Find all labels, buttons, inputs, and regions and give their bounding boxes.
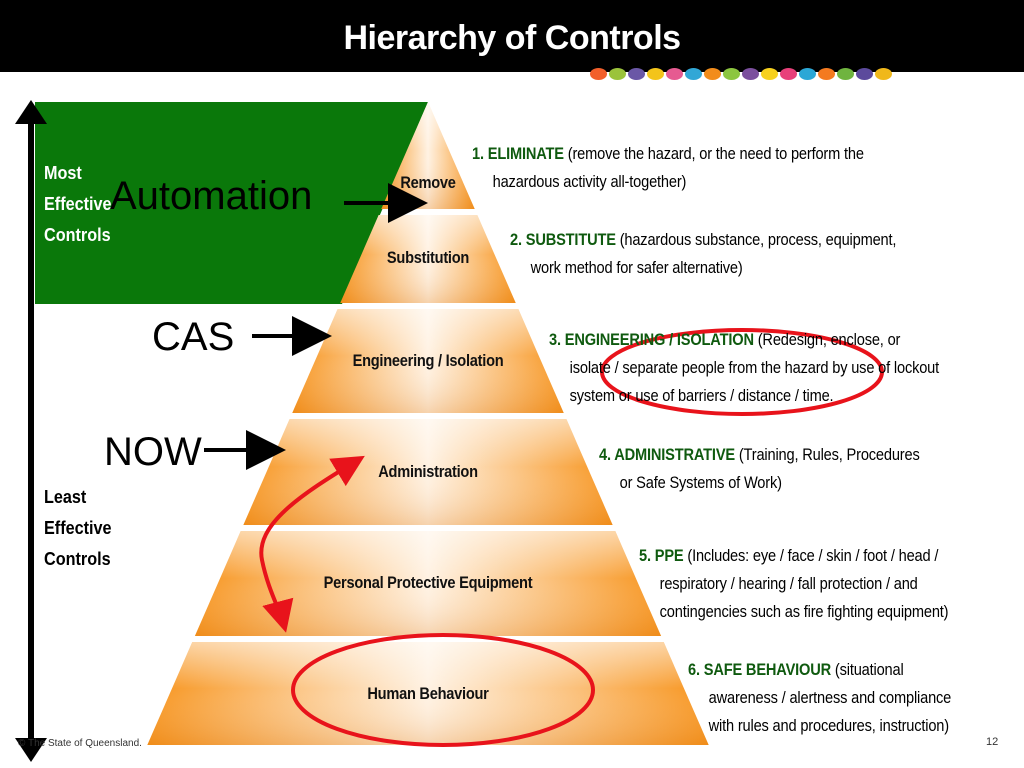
level-label-ppe: Personal Protective Equipment xyxy=(323,573,533,592)
description-eliminate: 1. ELIMINATE (remove the hazard, or the … xyxy=(472,144,864,191)
decorative-dot xyxy=(780,68,797,80)
description-ppe: 5. PPE (Includes: eye / face / skin / fo… xyxy=(639,546,949,621)
description-safe-behaviour: 6. SAFE BEHAVIOUR (situational awareness… xyxy=(688,660,952,735)
decorative-dot xyxy=(856,68,873,80)
level-label-administration: Administration xyxy=(378,462,478,481)
decorative-dot xyxy=(742,68,759,80)
description-administrative: 4. ADMINISTRATIVE (Training, Rules, Proc… xyxy=(599,445,920,492)
decorative-dot xyxy=(647,68,664,80)
description-substitute: 2. SUBSTITUTE (hazardous substance, proc… xyxy=(510,230,897,277)
human-behaviour-highlight-ellipse xyxy=(291,633,595,747)
decorative-dot xyxy=(799,68,816,80)
decorative-dot xyxy=(609,68,626,80)
copyright-notice: © The State of Queensland. xyxy=(18,738,142,749)
red-curved-arrow xyxy=(259,455,365,633)
decorative-dot xyxy=(761,68,778,80)
description-engineering: 3. ENGINEERING / ISOLATION (Redesign, en… xyxy=(549,330,940,405)
decorative-dot xyxy=(628,68,645,80)
decorative-dot xyxy=(590,68,607,80)
decorative-dots xyxy=(590,68,894,80)
level-label-engineering: Engineering / Isolation xyxy=(352,351,504,370)
pyramid-band-shading xyxy=(340,215,516,303)
decorative-dot xyxy=(685,68,702,80)
most-effective-panel xyxy=(35,102,428,304)
pyramid-band-shading xyxy=(292,309,564,413)
page-number: 12 xyxy=(986,736,999,748)
cas-note: CAS xyxy=(152,315,235,359)
level-label-substitution: Substitution xyxy=(386,248,470,267)
least-effective-label: Least Effective Controls xyxy=(44,487,112,569)
decorative-dot xyxy=(875,68,892,80)
decorative-dot xyxy=(818,68,835,80)
decorative-dot xyxy=(837,68,854,80)
most-effective-label: Most Effective Controls xyxy=(44,163,112,245)
engineering-highlight-ellipse xyxy=(600,328,884,416)
pyramid-band-shading xyxy=(381,102,475,209)
now-note: NOW xyxy=(104,430,202,474)
decorative-dot xyxy=(704,68,721,80)
level-label-human-behaviour: Human Behaviour xyxy=(367,684,489,703)
level-label-remove: Remove xyxy=(400,173,456,192)
effectiveness-arrow xyxy=(15,100,47,762)
page-title: Hierarchy of Controls xyxy=(343,19,681,57)
title-bar xyxy=(0,0,1024,72)
automation-note: Automation xyxy=(110,174,313,218)
decorative-dot xyxy=(723,68,740,80)
decorative-dot xyxy=(666,68,683,80)
